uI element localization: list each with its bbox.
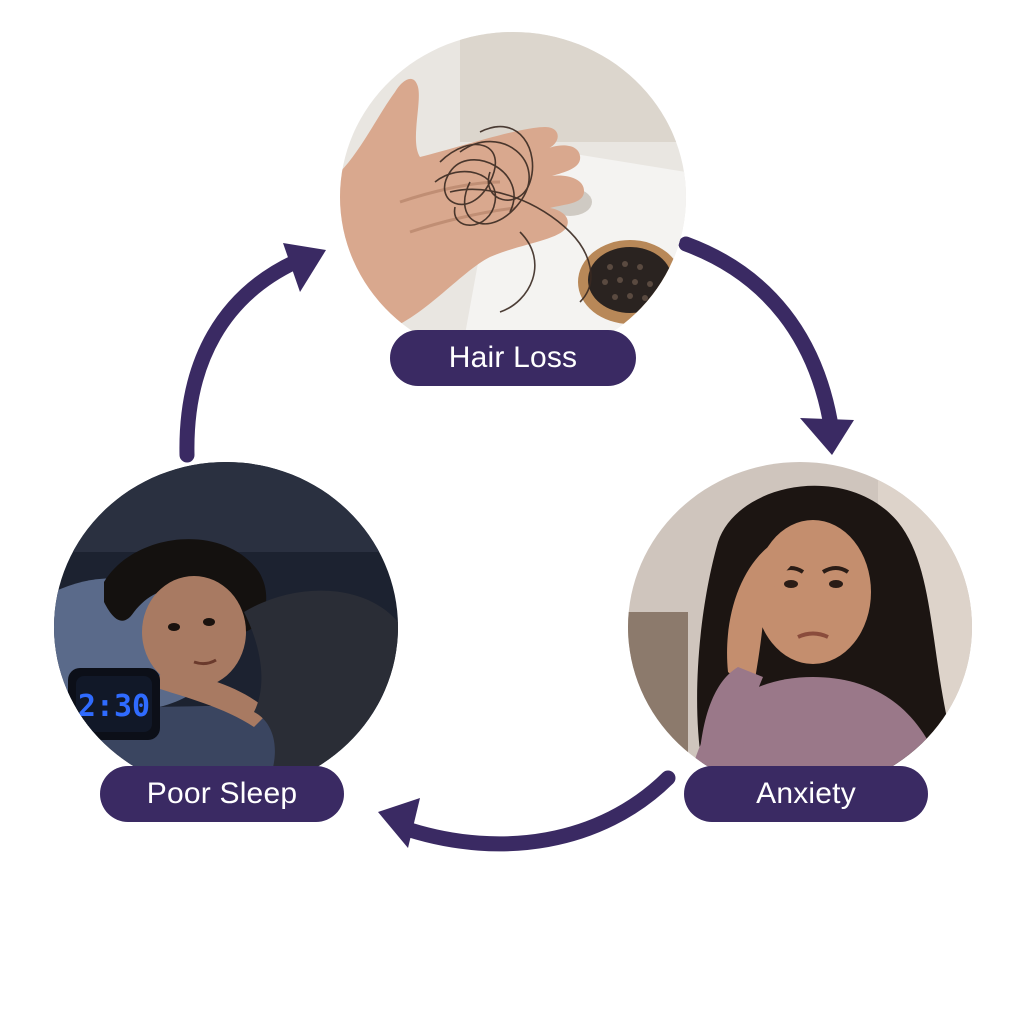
arrow-hair-loss-to-anxiety	[678, 236, 838, 428]
anxiety-label-pill: Anxiety	[684, 766, 928, 822]
anxiety-label: Anxiety	[756, 777, 856, 810]
hair-loss-label-pill: Hair Loss	[390, 330, 636, 386]
poor-sleep-label: Poor Sleep	[146, 777, 298, 810]
poor-sleep-photo: 2:30	[54, 462, 398, 792]
hair-loss-photo	[340, 32, 686, 362]
arrow-poor-sleep-to-hair-loss	[179, 254, 303, 463]
arrowhead-to-poor-sleep	[378, 798, 420, 848]
anxiety-photo	[628, 462, 972, 792]
arrow-anxiety-to-poor-sleep	[402, 770, 676, 852]
hair-loss-label: Hair Loss	[448, 341, 578, 374]
arrowhead-to-anxiety	[800, 418, 854, 455]
poor-sleep-label-pill: Poor Sleep	[100, 766, 344, 822]
clock-display: 2:30	[78, 689, 150, 724]
arrowhead-to-hair-loss	[283, 243, 326, 292]
